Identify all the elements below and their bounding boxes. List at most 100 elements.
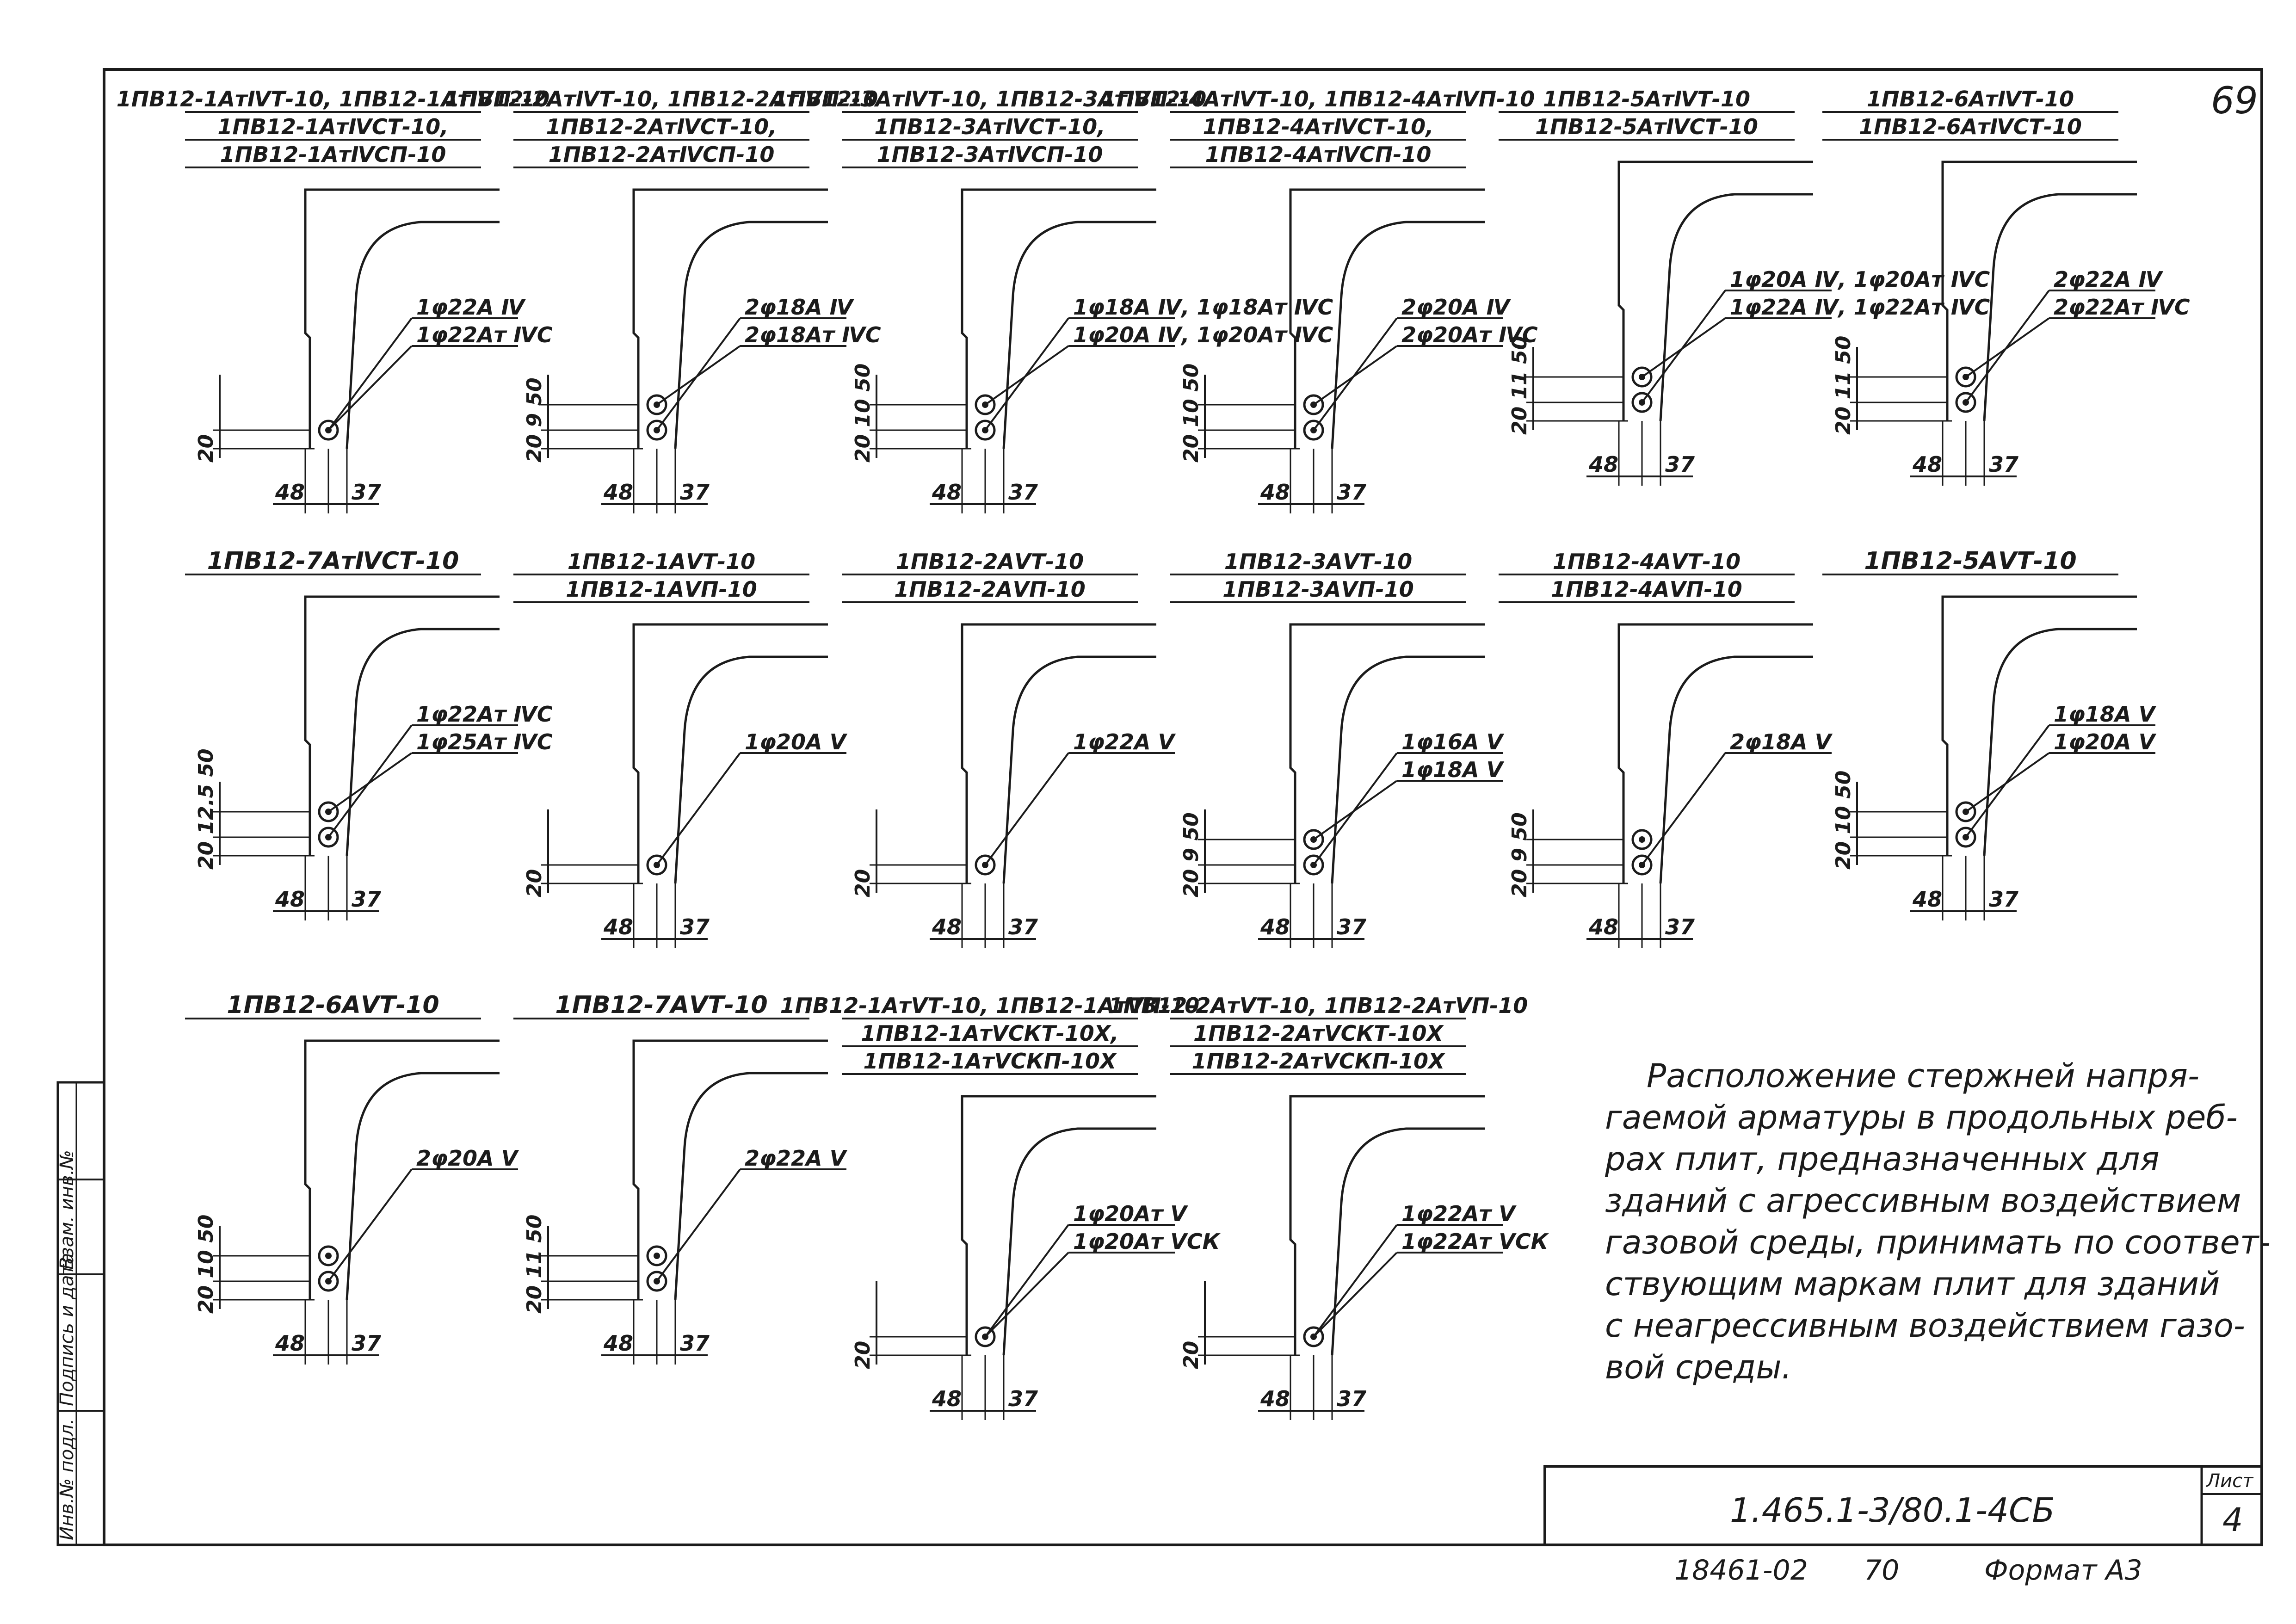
bar-callout: 1φ18А Ⅴ — [2054, 702, 2157, 727]
card-title: 1ПВ12-5АтⅣСТ-10 — [1535, 114, 1758, 139]
bar-callout: 1φ22Ат Ⅴ — [1401, 1201, 1517, 1226]
callout-leader — [656, 1168, 741, 1282]
card-title: 1ПВ12-5АⅤТ-10 — [1864, 547, 2076, 575]
bar-callout: 1φ20А Ⅴ — [2054, 729, 2157, 754]
rebar-section — [1303, 420, 1324, 441]
dim-right-value: 37 — [1665, 914, 1695, 939]
card-title: 1ПВ12-1АтⅣСТ-10, — [217, 114, 448, 139]
rebar-section — [646, 394, 667, 415]
rib-section-outline — [961, 188, 1156, 449]
card-title: 1ПВ12-2АтⅣСТ-10, — [546, 114, 777, 139]
card-title: 1ПВ12-3АтⅣСП-10 — [877, 142, 1103, 167]
rebar-section — [1303, 394, 1324, 415]
rebar-section — [1631, 392, 1653, 413]
title-block: 1.465.1-3/80.1-4СБ Лист 4 — [1543, 1465, 2263, 1546]
dim-left-value: 48 — [1912, 452, 1942, 477]
note-line: Расположение стержней напря- — [1647, 1057, 2199, 1095]
rib-section-outline — [961, 1095, 1156, 1356]
rebar-section — [318, 827, 339, 848]
dim-left-value: 48 — [1260, 914, 1290, 939]
bar-callout: 2φ22А Ⅴ — [745, 1146, 848, 1171]
callout-leader — [656, 345, 741, 406]
note-line: гаемой арматуры в продольных реб- — [1605, 1099, 2238, 1136]
dim-right-value: 37 — [680, 914, 710, 939]
note-line: зданий с агрессивным воздействием — [1605, 1182, 2241, 1220]
dim-vertical-value: 20 10 50 — [1179, 364, 1203, 463]
card-title: 1ПВ12-2АⅤТ-10 — [896, 549, 1084, 574]
card-title: 1ПВ12-4АтⅣТ-10, 1ПВ12-4АтⅣП-10 — [1102, 86, 1535, 111]
rib-section-outline — [304, 1039, 500, 1300]
card-title: 1ПВ12-5АтⅣТ-10 — [1543, 86, 1750, 111]
bar-callout: 1φ22Ат ⅣС — [416, 322, 553, 347]
rebar-section — [646, 1245, 667, 1266]
dim-left-value: 48 — [603, 1331, 633, 1356]
dim-vertical-value: 20 9 50 — [523, 377, 546, 463]
rebar-section — [1303, 854, 1324, 876]
rib-section-outline — [304, 188, 500, 449]
callout-leader — [1313, 1224, 1398, 1338]
dim-right-value: 37 — [352, 1331, 381, 1356]
callout-leader — [1313, 317, 1398, 431]
footer: 18461-02 70 Формат А3 — [1674, 1554, 2142, 1587]
card-title: 1ПВ12-4АⅤТ-10 — [1553, 549, 1741, 574]
card-title: 1ПВ12-3АтⅣСТ-10, — [874, 114, 1105, 139]
bar-callout: 1φ25Ат ⅣС — [416, 729, 553, 754]
side-stamp-sign-label: Подпись и дата — [56, 1253, 78, 1406]
dim-left-value: 48 — [1260, 480, 1290, 505]
card-title: 1ПВ12-3АⅤП-10 — [1222, 577, 1413, 602]
rebar-section — [646, 854, 667, 876]
callout-leader — [984, 1224, 1069, 1338]
card-title: 1ПВ12-1АтⅣТ-10, 1ПВ12-1АтⅣП-10 — [117, 86, 550, 111]
card-title: 1ПВ12-1АтⅤСКП-10Х — [864, 1049, 1118, 1074]
card-title: 1ПВ12-1АтⅤТ-10, 1ПВ12-1АтⅤП-10 — [780, 993, 1200, 1018]
dim-vertical-value: 20 10 50 — [851, 364, 875, 463]
bar-callout: 1φ16А Ⅴ — [1401, 729, 1505, 754]
card-title: 1ПВ12-2АтⅤСКТ-10Х — [1193, 1021, 1444, 1046]
footer-format: Формат А3 — [1984, 1554, 2142, 1587]
dim-vertical-value: 20 11 50 — [1508, 336, 1531, 435]
card-title: 1ПВ12-2АтⅣТ-10, 1ПВ12-2АтⅣП-10 — [445, 86, 878, 111]
bar-callout: 1φ20Ат ⅤСК — [1073, 1229, 1221, 1254]
dim-left-value: 48 — [603, 480, 633, 505]
bar-callout: 2φ22Ат ⅣС — [2054, 295, 2190, 320]
dim-vertical-value: 20 — [1179, 1341, 1203, 1369]
callout-leader — [1965, 752, 2050, 813]
dim-vertical-value: 20 — [523, 869, 546, 897]
note-line: с неагрессивным воздействием газо- — [1605, 1307, 2245, 1345]
rebar-section — [1303, 1326, 1324, 1347]
callout-leader — [984, 345, 1069, 406]
dim-vertical-value: 20 9 50 — [1179, 812, 1203, 897]
rebar-section — [975, 854, 996, 876]
dim-vertical-value: 20 11 50 — [1832, 336, 1855, 435]
callout-leader — [1641, 290, 1726, 403]
card-title: 1ПВ12-3АⅤТ-10 — [1224, 549, 1412, 574]
rebar-section — [1955, 366, 1976, 388]
card-title: 1ПВ12-6АтⅣТ-10 — [1867, 86, 2074, 111]
callout-leader — [327, 317, 413, 431]
dim-right-value: 37 — [1989, 452, 2018, 477]
bar-callout: 1φ20А Ⅴ — [745, 729, 848, 754]
bar-callout: 1φ20Ат Ⅴ — [1073, 1201, 1188, 1226]
rib-section-outline — [1941, 161, 2137, 421]
rebar-core — [1639, 836, 1645, 843]
rebar-section — [1955, 392, 1976, 413]
callout-leader — [1313, 752, 1398, 866]
card-title: 1ПВ12-6АⅤТ-10 — [227, 991, 439, 1019]
rebar-section — [646, 1271, 667, 1292]
section-cards: 1ПВ12-1АтⅣТ-10, 1ПВ12-1АтⅣП-10 1ПВ12-1АтⅣ… — [117, 86, 2190, 1420]
card-title: 1ПВ12-2АⅤП-10 — [894, 577, 1085, 602]
footer-mid-code: 70 — [1864, 1554, 1899, 1587]
rebar-section — [318, 1245, 339, 1266]
section-card: 1ПВ12-2АтⅣТ-10, 1ПВ12-2АтⅣП-10 1ПВ12-2АтⅣ… — [445, 86, 881, 513]
dim-left-value: 48 — [603, 914, 633, 939]
sheet-number: 4 — [2222, 1501, 2243, 1539]
rib-section-outline — [632, 188, 828, 449]
dim-right-value: 37 — [1989, 887, 2018, 912]
rib-section-outline — [961, 623, 1156, 884]
callout-leader — [656, 752, 741, 866]
general-note: Расположение стержней напря- гаемой арма… — [1605, 1057, 2271, 1386]
